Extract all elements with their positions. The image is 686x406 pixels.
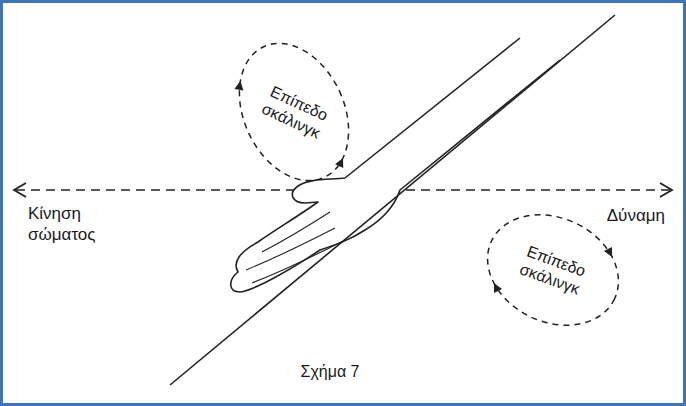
axis-arrowhead: [14, 183, 26, 197]
force-label: Δύναμη: [560, 205, 665, 226]
hand-outline: [231, 38, 560, 292]
loop-arrowhead: [604, 247, 612, 257]
axis-arrowhead: [660, 183, 672, 197]
dashed-loop: [218, 26, 369, 199]
loop-arrowhead: [335, 158, 343, 168]
loop-label: Επίπεδο σκάλινγκ: [247, 77, 341, 148]
finger-lines: [246, 212, 345, 283]
motion-label: Κίνηση σώματος: [28, 203, 153, 246]
loop-label: Επίπεδο σκάλινγκ: [506, 237, 600, 302]
scaling-plane-loop: Επίπεδο σκάλινγκ: [222, 35, 367, 190]
scaling-plane-loop: Επίπεδο σκάλινγκ: [478, 200, 628, 340]
loop-arrowhead: [234, 81, 243, 91]
loop-arrowhead: [494, 283, 502, 293]
figure-caption: Σχήμα 7: [245, 362, 415, 382]
blade-line: [170, 15, 615, 385]
